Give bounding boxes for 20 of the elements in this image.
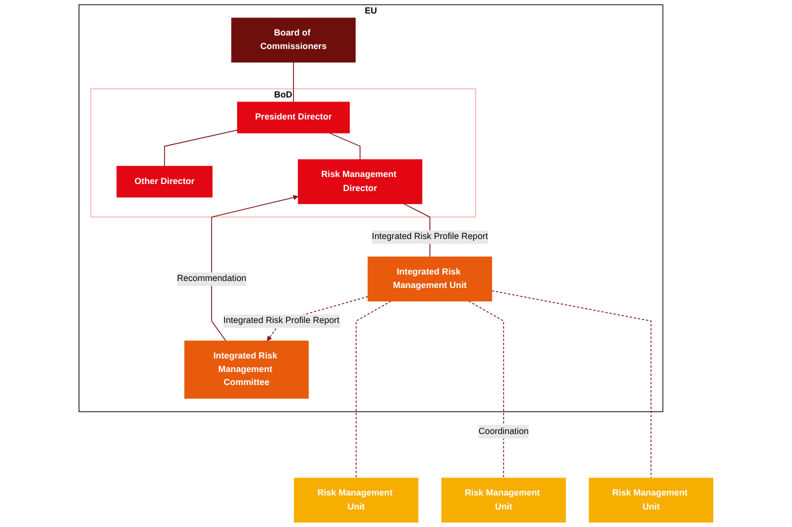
node-box: Risk Management Unit <box>588 478 714 523</box>
edge-label: Recommendation <box>176 274 246 284</box>
node-box: Risk Management Unit <box>294 478 418 523</box>
connector <box>328 132 360 160</box>
node-box: Board of Commissioners <box>231 18 356 63</box>
connector <box>468 300 504 478</box>
node-box: Risk Management Director <box>298 159 422 204</box>
node-box: Risk Management Unit <box>441 478 566 523</box>
edge-label: Integrated Risk Profile Report <box>223 316 340 326</box>
connector <box>356 300 392 478</box>
edge-label: Integrated Risk Profile Report <box>372 232 488 242</box>
connector <box>164 130 238 167</box>
node-box: Integrated Risk Management Unit <box>368 256 492 302</box>
arrow <box>211 195 298 342</box>
connector <box>491 290 652 478</box>
edge-label: Coordination <box>478 426 529 436</box>
node-box: President Director <box>237 102 350 134</box>
node-box: Integrated Risk Management Committee <box>184 340 309 399</box>
connector <box>293 62 294 102</box>
node-box: Other Director <box>116 166 213 198</box>
